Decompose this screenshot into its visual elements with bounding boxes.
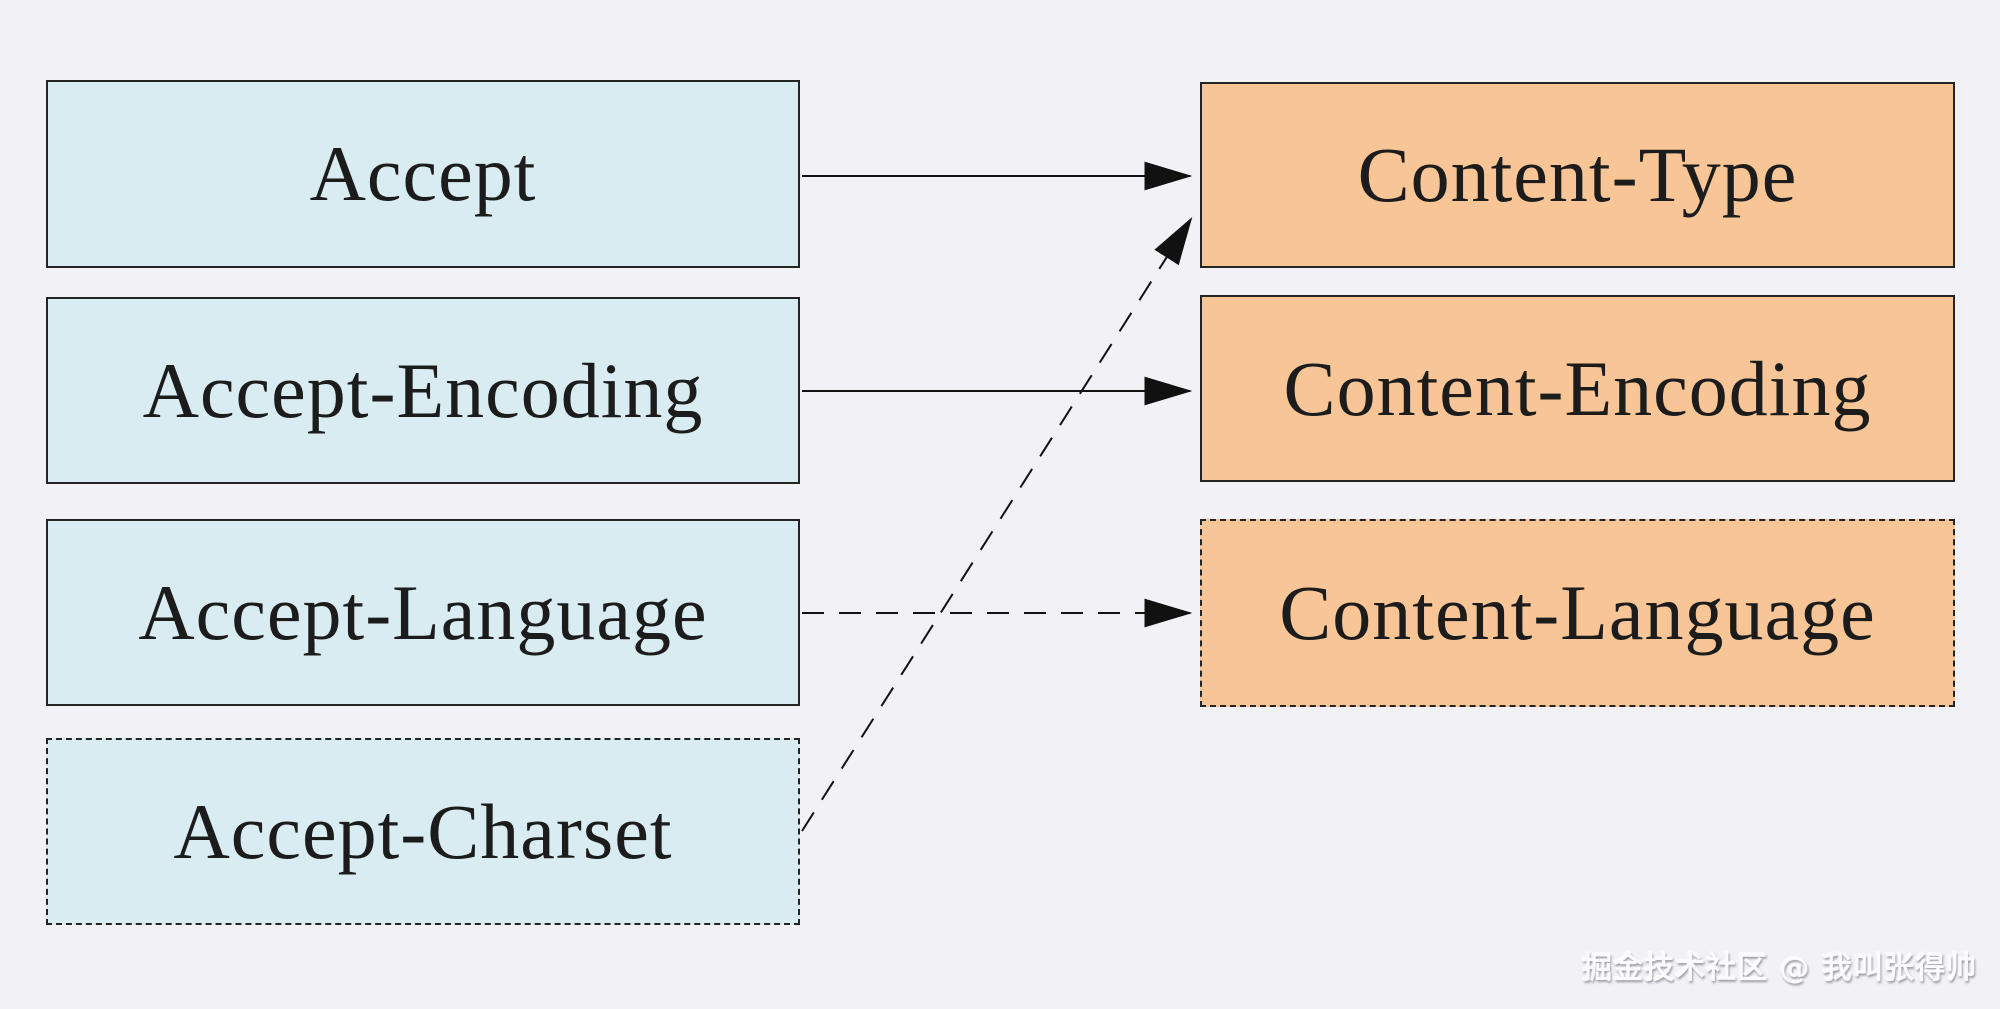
- box-content-language-label: Content-Language: [1279, 569, 1876, 656]
- watermark-text: 掘金技术社区 @ 我叫张得帅: [1582, 951, 1977, 986]
- box-content-encoding-label: Content-Encoding: [1283, 344, 1872, 432]
- box-accept-encoding: Accept-Encoding: [46, 297, 800, 484]
- box-accept-language: Accept-Language: [46, 519, 800, 706]
- box-accept-charset-label: Accept-Charset: [173, 787, 673, 875]
- box-accept-charset: Accept-Charset: [46, 738, 800, 925]
- box-content-encoding: Content-Encoding: [1200, 295, 1955, 482]
- box-accept-language-label: Accept-Language: [138, 568, 708, 656]
- box-content-language: Content-Language: [1200, 519, 1955, 707]
- box-accept: Accept: [46, 80, 800, 268]
- edge-accept-charset-to-content-type: [801, 216, 1193, 832]
- box-accept-encoding-label: Accept-Encoding: [142, 346, 704, 434]
- box-content-type-label: Content-Type: [1357, 131, 1798, 218]
- box-content-type: Content-Type: [1200, 82, 1955, 268]
- box-accept-label: Accept: [309, 130, 537, 217]
